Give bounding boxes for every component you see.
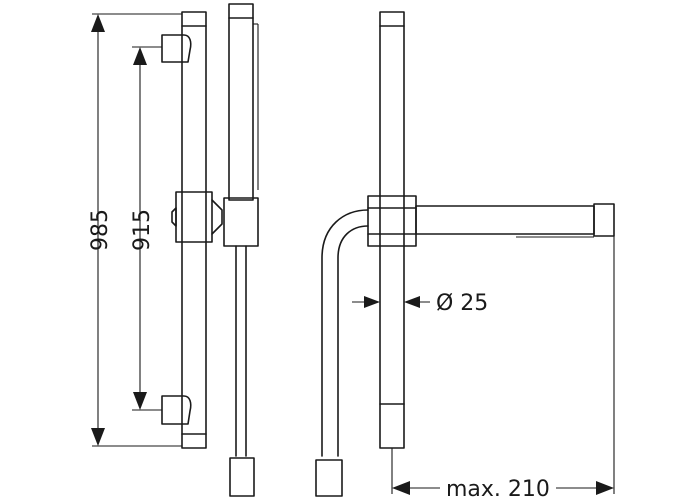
side-view: Ø 25 max. 210	[315, 11, 615, 500]
front-view: 985 915	[88, 3, 259, 497]
slider	[171, 191, 223, 243]
handshower	[223, 3, 259, 497]
wall-bar	[181, 11, 207, 449]
bottom-wall-bracket	[161, 395, 192, 425]
dimension-985-label: 985	[88, 209, 113, 251]
handshower-side	[415, 203, 615, 238]
dimension-210: max. 210	[391, 236, 615, 500]
top-wall-bracket	[161, 34, 192, 63]
dimension-diameter: Ø 25	[352, 291, 488, 316]
dimension-915-label: 915	[130, 209, 155, 251]
dimension-985: 985	[88, 13, 182, 447]
slider-side	[367, 195, 417, 247]
wall-bar-side	[379, 11, 405, 449]
dimension-915: 915	[130, 46, 162, 411]
dimension-diameter-label: Ø 25	[436, 291, 488, 316]
hose-bend	[315, 209, 369, 497]
dimension-210-label: max. 210	[446, 477, 550, 500]
